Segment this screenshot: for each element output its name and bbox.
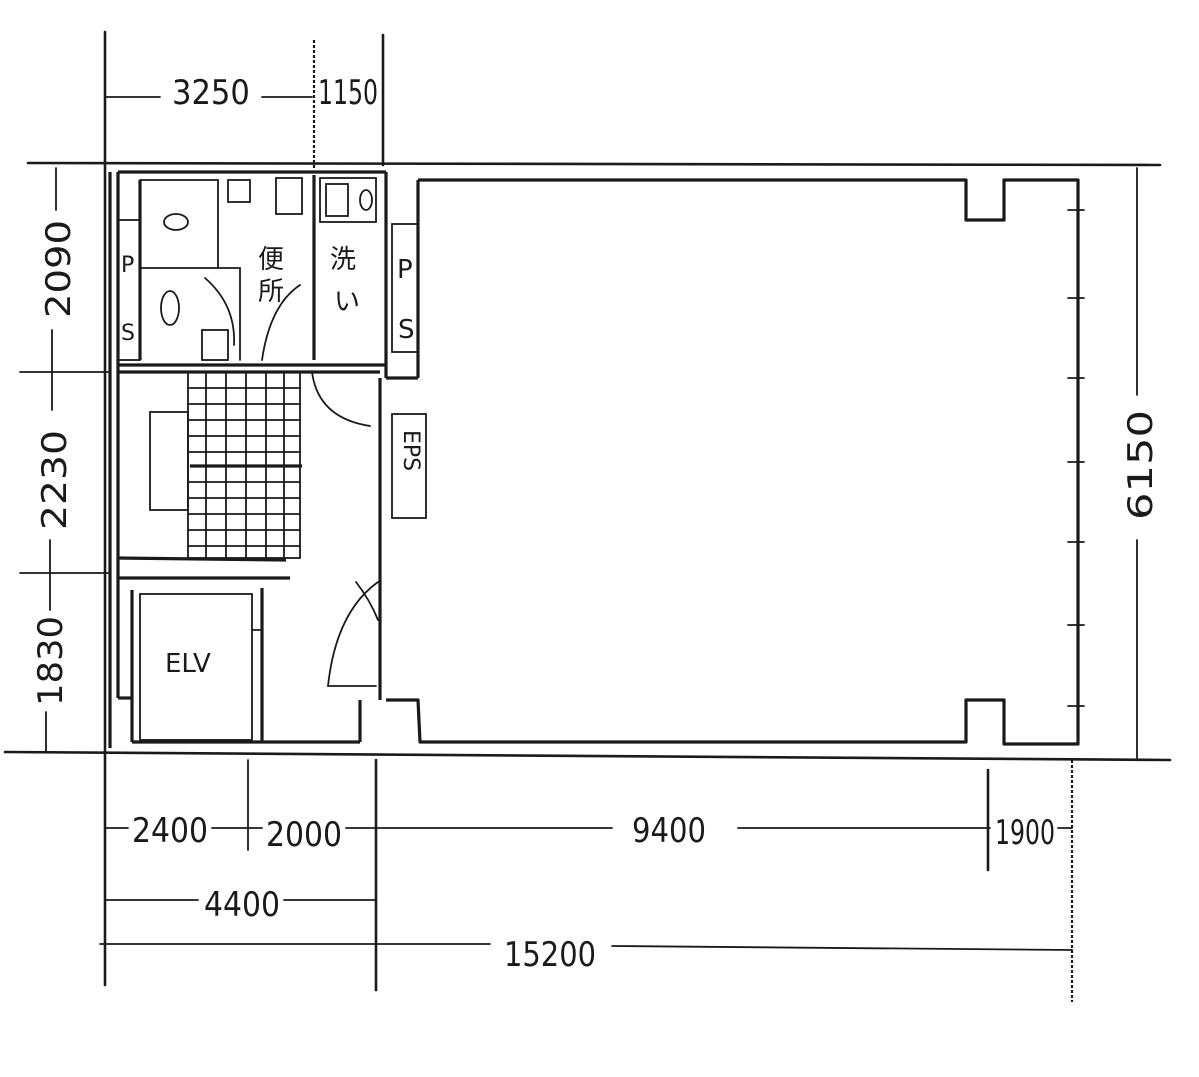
ps-right-label-p: P bbox=[397, 255, 413, 285]
ps-left-label-s: S bbox=[121, 321, 135, 346]
dim-bottom-2400: 2400 bbox=[132, 811, 208, 851]
dim-bottom-1900: 1900 bbox=[995, 813, 1055, 853]
dim-bottom-4400: 4400 bbox=[204, 885, 280, 925]
wash-label-2: い bbox=[334, 287, 360, 317]
dim-bottom-9400: 9400 bbox=[632, 811, 706, 851]
dim-top-3250: 3250 bbox=[172, 73, 250, 113]
dim-right-6150: 6150 bbox=[1121, 410, 1161, 520]
wc-label-2: 所 bbox=[258, 277, 284, 307]
dimension-lines bbox=[45, 96, 1138, 951]
grid-lines bbox=[3, 30, 1172, 1002]
dim-left-1830: 1830 bbox=[31, 616, 71, 706]
dim-bottom-2000: 2000 bbox=[266, 815, 342, 855]
wash-label-1: 洗 bbox=[330, 245, 356, 275]
ps-left-label-p: P bbox=[121, 253, 134, 278]
dim-bottom-15200: 15200 bbox=[504, 935, 596, 975]
elevator-shaft bbox=[139, 588, 264, 742]
elevator-label: ELV bbox=[165, 649, 211, 679]
dim-left-2230: 2230 bbox=[35, 430, 75, 530]
upper-core bbox=[117, 175, 419, 427]
stair bbox=[117, 371, 302, 580]
dim-left-2090: 2090 bbox=[39, 220, 79, 318]
ps-right-label-s: S bbox=[398, 315, 415, 345]
building-walls bbox=[108, 170, 1085, 748]
wc-label-1: 便 bbox=[258, 245, 284, 275]
dim-top-1150: 1150 bbox=[318, 73, 378, 113]
eps-label: EPS bbox=[398, 430, 423, 471]
eps-and-door bbox=[327, 413, 427, 687]
